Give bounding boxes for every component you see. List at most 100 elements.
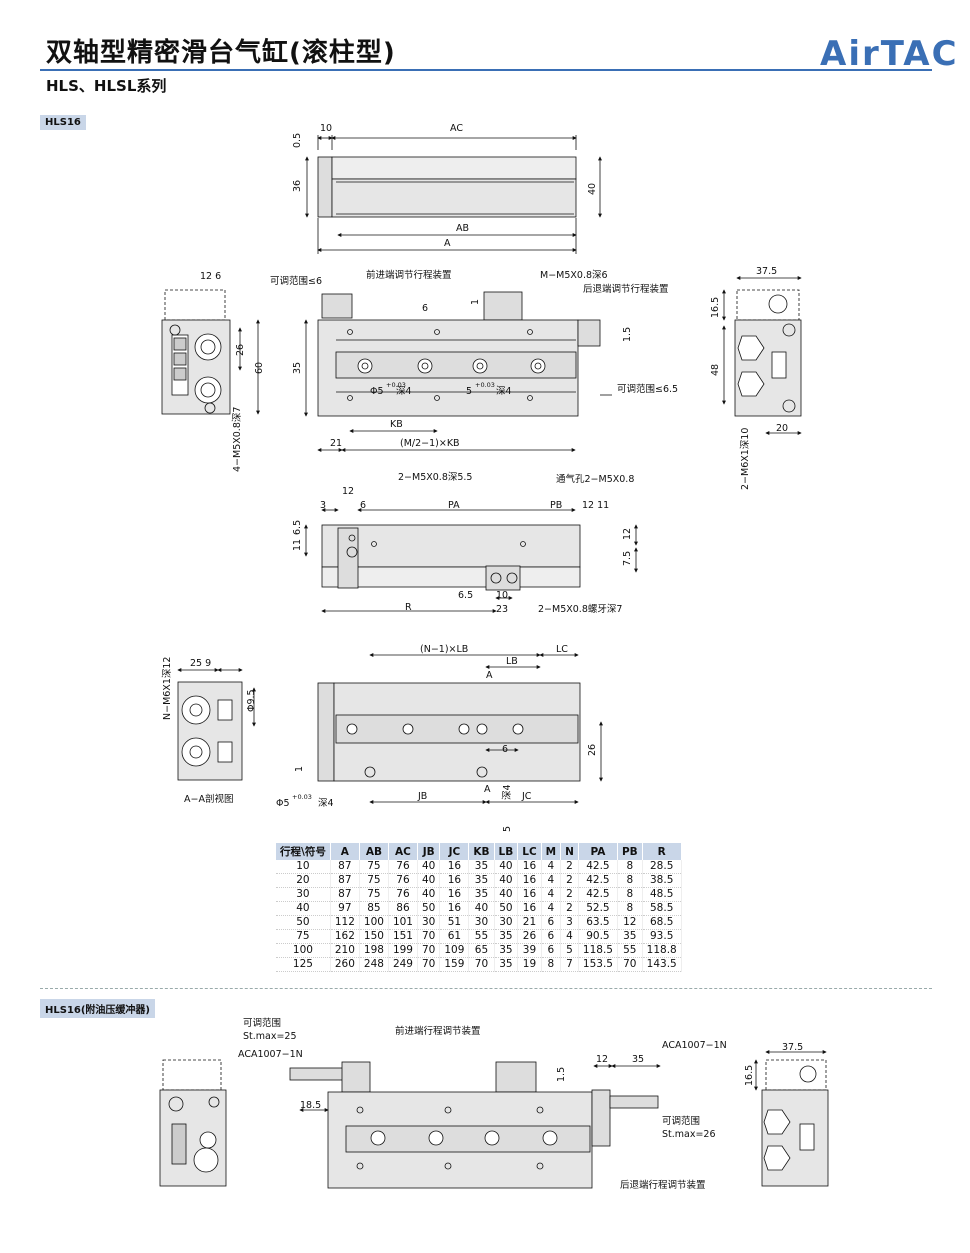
dimension-table: 行程\符号 A AB AC JB JC KB LB LC M N PA PB R… — [276, 843, 682, 972]
table-cell: 7 — [560, 957, 579, 972]
label-m-m5: M−M5X0.8深6 — [540, 270, 608, 281]
dim-16-5: 16.5 — [710, 297, 721, 318]
table-cell: 50 — [494, 901, 519, 916]
table-cell: 28.5 — [642, 860, 682, 874]
table-cell: 6 — [541, 915, 562, 930]
table-cell: 8 — [617, 873, 643, 888]
table-cell: 90.5 — [578, 929, 618, 944]
label-2-m5-thread7: 2−M5X0.8螺牙深7 — [538, 604, 622, 615]
table-cell: 2 — [560, 860, 579, 874]
dim-10: 10 — [320, 123, 332, 134]
dim-26-b: 26 — [587, 744, 598, 756]
label-vent: 通气孔2−M5X0.8 — [556, 473, 634, 485]
dim-21: 21 — [330, 438, 342, 449]
table-cell: 100 — [359, 915, 389, 930]
bottom-view — [304, 508, 638, 613]
front-view — [304, 291, 612, 452]
table-cell: 198 — [359, 943, 389, 958]
dim-25-9: 25 9 — [190, 658, 211, 669]
table-cell: 16 — [439, 873, 470, 888]
table-cell: 85 — [359, 901, 389, 916]
table-cell: 4 — [541, 873, 562, 888]
label-deep4-b: 深4 — [496, 386, 512, 397]
table-cell: 260 — [330, 957, 360, 972]
table-cell: 249 — [388, 957, 418, 972]
table-cell: 76 — [388, 860, 418, 874]
table-cell: 87 — [330, 887, 360, 902]
dim-20: 20 — [776, 423, 788, 434]
label-aa-section: A−A剖视图 — [184, 793, 233, 805]
th-pb: PB — [617, 843, 643, 860]
label-deep4-a: 深4 — [396, 386, 412, 397]
dim-1-5: 1.5 — [622, 327, 633, 342]
table-cell: 12 — [617, 915, 643, 930]
table-cell: 4 — [541, 901, 562, 916]
table-cell: 4 — [560, 929, 579, 944]
table-cell: 70 — [417, 929, 441, 944]
s2-left-end-view — [159, 1059, 227, 1187]
table-cell: 210 — [330, 943, 360, 958]
dim-7-5: 7.5 — [622, 551, 633, 566]
table-cell: 19 — [517, 957, 542, 972]
th-jc: JC — [439, 843, 470, 860]
dim-jb: JB — [417, 791, 427, 802]
table-cell: 40 — [417, 860, 441, 874]
table-cell: 10 — [276, 860, 331, 874]
table-cell: 40 — [494, 887, 519, 902]
table-cell: 153.5 — [578, 957, 618, 972]
dim-a: A — [444, 238, 451, 249]
dim-12-6: 12 6 — [200, 271, 221, 282]
table-cell: 50 — [417, 901, 441, 916]
table-cell: 159 — [439, 957, 470, 972]
s2-label-aca2: ACA1007−1N — [662, 1040, 727, 1051]
table-cell: 16 — [517, 860, 542, 874]
table-cell: 65 — [468, 943, 495, 958]
th-ac: AC — [388, 843, 418, 860]
table-cell: 30 — [276, 887, 331, 902]
label-phi5: Φ5 — [370, 386, 384, 397]
s2-label-stmax26: St.max=26 — [662, 1129, 716, 1140]
table-cell: 97 — [330, 901, 360, 916]
table-cell: 35 — [494, 957, 519, 972]
label-2-m5-deep5-5: 2−M5X0.8深5.5 — [398, 472, 472, 483]
table-cell: 40 — [417, 873, 441, 888]
table-cell: 39 — [517, 943, 542, 958]
dim-lc: LC — [556, 644, 568, 655]
table-cell: 162 — [330, 929, 360, 944]
label-tol-b: +0.03 — [475, 381, 495, 389]
dim-6: 6 — [422, 303, 428, 314]
brand-logo: AirTAC — [820, 34, 959, 74]
table-cell: 3 — [560, 915, 579, 930]
dim-pa: PA — [448, 500, 460, 511]
dim-kb: KB — [390, 419, 403, 430]
table-cell: 2 — [560, 901, 579, 916]
table-cell: 30 — [494, 915, 519, 930]
dim-r: R — [405, 602, 412, 613]
table-cell: 55 — [468, 929, 495, 944]
label-2-m6: 2−M6X1深10 — [740, 428, 751, 490]
dim-12-b: 12 — [342, 486, 354, 497]
table-cell: 87 — [330, 860, 360, 874]
table-cell: 143.5 — [642, 957, 682, 972]
table-cell: 4 — [541, 887, 562, 902]
s2-label-stmax25: St.max=25 — [243, 1031, 297, 1042]
section-tag-hls16: HLS16 — [40, 115, 86, 130]
table-cell: 35 — [468, 873, 495, 888]
table-cell: 16 — [517, 901, 542, 916]
table-cell: 16 — [439, 887, 470, 902]
dim-6-5: 6.5 — [292, 520, 303, 535]
table-cell: 93.5 — [642, 929, 682, 944]
table-cell: 61 — [439, 929, 470, 944]
label-deep4-c: 深4 — [318, 798, 334, 809]
table-cell: 30 — [417, 915, 441, 930]
table-cell: 75 — [276, 929, 331, 944]
s2-label-aca1: ACA1007−1N — [238, 1049, 303, 1060]
table-cell: 6 — [541, 929, 562, 944]
label-a-2: A — [486, 670, 493, 681]
table-cell: 38.5 — [642, 873, 682, 888]
dim-lb: LB — [506, 656, 518, 667]
